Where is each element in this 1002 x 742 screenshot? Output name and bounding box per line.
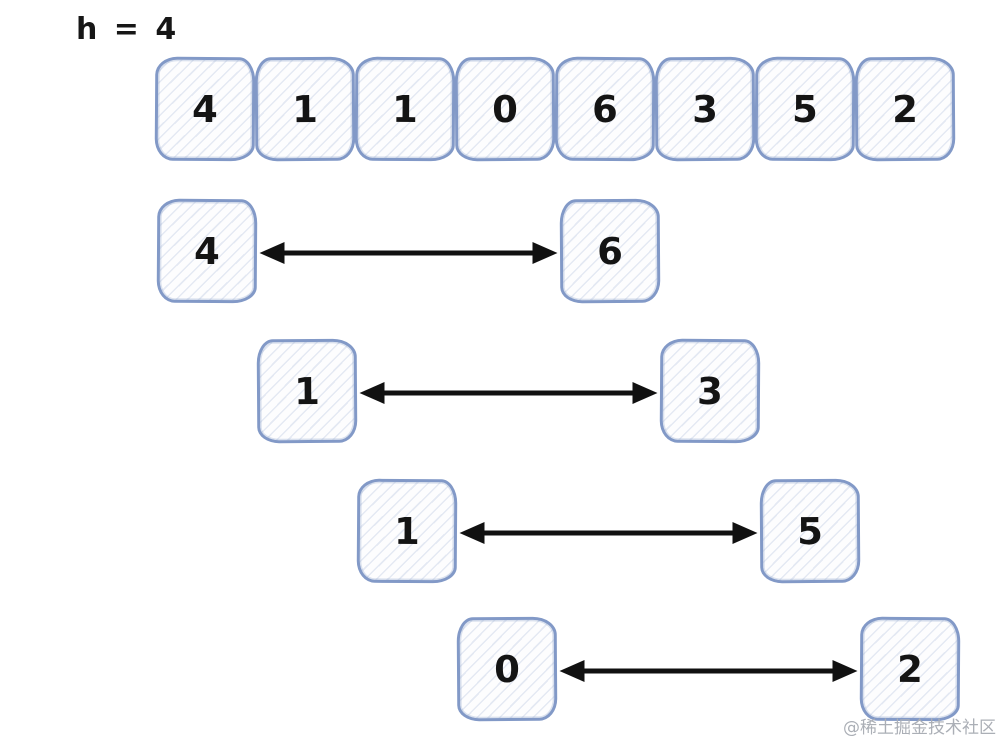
pair-right-cell: 3	[659, 338, 761, 444]
array-cell: 1	[354, 56, 456, 162]
pair-right-value: 5	[796, 509, 824, 553]
pair-right-cell: 6	[559, 198, 661, 304]
array-cell: 0	[454, 56, 556, 162]
array-row: 4 1 1 0 6 3 5 2	[154, 56, 956, 162]
pair-right-value: 6	[596, 229, 624, 273]
array-cell-value: 6	[591, 87, 619, 131]
pair-left-value: 0	[493, 647, 521, 691]
pair-row: 1 3	[256, 338, 761, 446]
pair-row: 4 6	[156, 198, 661, 306]
array-cell-value: 1	[391, 87, 419, 131]
pair-left-value: 1	[293, 369, 321, 413]
array-cell-value: 2	[891, 87, 919, 131]
array-cell-value: 4	[191, 87, 219, 131]
array-cell: 5	[754, 56, 856, 162]
double-arrow-icon	[359, 381, 658, 404]
watermark: @稀土掘金技术社区	[843, 718, 996, 738]
array-cell: 2	[854, 56, 956, 162]
array-cell-value: 5	[791, 87, 819, 131]
pair-left-cell: 0	[456, 616, 558, 722]
array-cell-value: 0	[491, 87, 519, 131]
double-arrow-icon	[259, 241, 558, 264]
array-cell-value: 3	[691, 87, 719, 131]
pair-left-cell: 1	[356, 478, 458, 584]
double-arrow-icon	[459, 521, 758, 544]
double-arrow-icon	[559, 659, 858, 682]
array-cell-value: 1	[291, 87, 319, 131]
pair-right-value: 3	[696, 369, 724, 413]
pair-right-value: 2	[896, 647, 924, 691]
pair-left-value: 4	[193, 229, 221, 273]
pair-row: 1 5	[356, 478, 861, 586]
gap-label: h = 4	[76, 12, 180, 47]
array-cell: 6	[554, 56, 656, 162]
pair-left-cell: 1	[256, 338, 358, 444]
pair-right-cell: 2	[859, 616, 961, 722]
pair-right-cell: 5	[759, 478, 861, 584]
pair-left-value: 1	[393, 509, 421, 553]
array-cell: 3	[654, 56, 756, 162]
pair-left-cell: 4	[156, 198, 258, 304]
array-cell: 1	[254, 56, 356, 162]
array-cell: 4	[154, 56, 256, 162]
pair-row: 0 2	[456, 616, 961, 724]
